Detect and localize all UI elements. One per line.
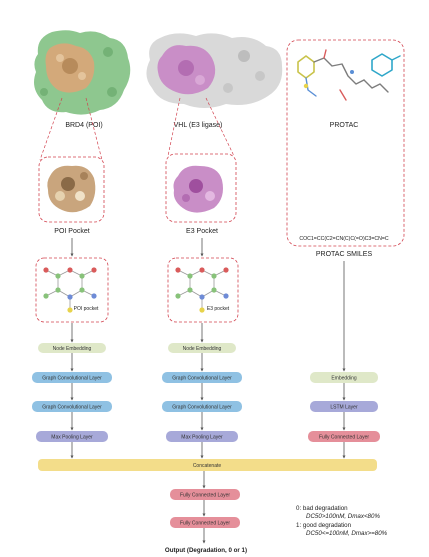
poi-gcn-2-label: Graph Convolutional Layer	[42, 405, 102, 411]
protac-smiles-label: PROTAC SMILES	[316, 251, 373, 258]
merge-fc-1-box	[170, 489, 240, 500]
e3-node-embedding-label: Node Embedding	[183, 346, 222, 352]
e3-gcn-2-box	[162, 401, 242, 412]
poi-node-embedding-box	[38, 343, 106, 353]
protac-embedding-label: Embedding	[331, 376, 357, 382]
poi-protein-surface	[34, 30, 131, 115]
merge-fc-1-label: Fully Connected Layer	[180, 493, 230, 499]
poi-molecular-graph	[43, 267, 97, 313]
e3-graph-label: E3 pocket	[207, 306, 230, 312]
e3-pocket-box	[165, 153, 237, 223]
poi-gcn-1-box	[32, 372, 112, 383]
merge-fc-2-box	[170, 517, 240, 528]
protac-fc-label: Fully Connected Layer	[319, 435, 369, 441]
poi-pooling-box	[36, 431, 108, 442]
protac-molecule-structure	[297, 49, 401, 101]
poi-graph-box	[35, 257, 109, 323]
e3-pocket-surface	[173, 165, 223, 213]
e3-pocket-label: E3 Pocket	[186, 228, 218, 235]
protac-smiles-string: COC1=CC(C2=CN(C)C(=O)C3=CN=C	[299, 236, 388, 242]
protac-title: PROTAC	[330, 122, 359, 129]
protac-embedding-box	[310, 372, 378, 383]
e3-gcn-1-box	[162, 372, 242, 383]
e3-gcn-2-label: Graph Convolutional Layer	[172, 405, 232, 411]
poi-node-embedding-label: Node Embedding	[53, 346, 92, 352]
poi-pooling-label: Max Pooling Layer	[51, 435, 93, 441]
e3-graph-box	[167, 257, 239, 323]
e3-molecular-graph	[175, 267, 229, 313]
output-legend: 0: bad degradation DC50>100nM, Dmax<80% …	[296, 505, 426, 539]
poi-pocket-label: POI Pocket	[54, 228, 89, 235]
legend-class-0-criteria: DC50>100nM, Dmax<80%	[306, 513, 380, 521]
poi-pocket-surface	[47, 165, 96, 213]
protac-lstm-box	[310, 401, 378, 412]
poi-gcn-1-label: Graph Convolutional Layer	[42, 376, 102, 382]
e3-gcn-1-label: Graph Convolutional Layer	[172, 376, 232, 382]
e3-pooling-box	[166, 431, 238, 442]
output-label: Output (Degradation, 0 or 1)	[165, 547, 247, 554]
poi-pocket-box	[38, 156, 105, 223]
poi-graph-label: POI pocket	[74, 306, 99, 312]
merge-fc-2-label: Fully Connected Layer	[180, 521, 230, 527]
poi-gcn-2-box	[32, 401, 112, 412]
concatenate-bar	[38, 459, 377, 471]
protac-lstm-label: LSTM Layer	[330, 405, 358, 411]
e3-protein-surface	[146, 33, 283, 108]
concatenate-label: Concatenate	[193, 463, 222, 469]
e3-pooling-label: Max Pooling Layer	[181, 435, 223, 441]
protac-box	[286, 39, 405, 247]
legend-class-1-criteria: DC50<=100nM, Dmax>=80%	[306, 530, 388, 538]
poi-pocket-zoom-lines	[39, 97, 103, 161]
poi-protein-label: BRD4 (POI)	[65, 122, 102, 129]
protac-fc-box	[308, 431, 380, 442]
e3-protein-label: VHL (E3 ligase)	[174, 122, 223, 129]
e3-pocket-zoom-lines	[167, 97, 235, 157]
legend-class-0: 0: bad degradation	[296, 505, 348, 512]
e3-node-embedding-box	[168, 343, 236, 353]
legend-class-1: 1: good degradation	[296, 521, 352, 529]
